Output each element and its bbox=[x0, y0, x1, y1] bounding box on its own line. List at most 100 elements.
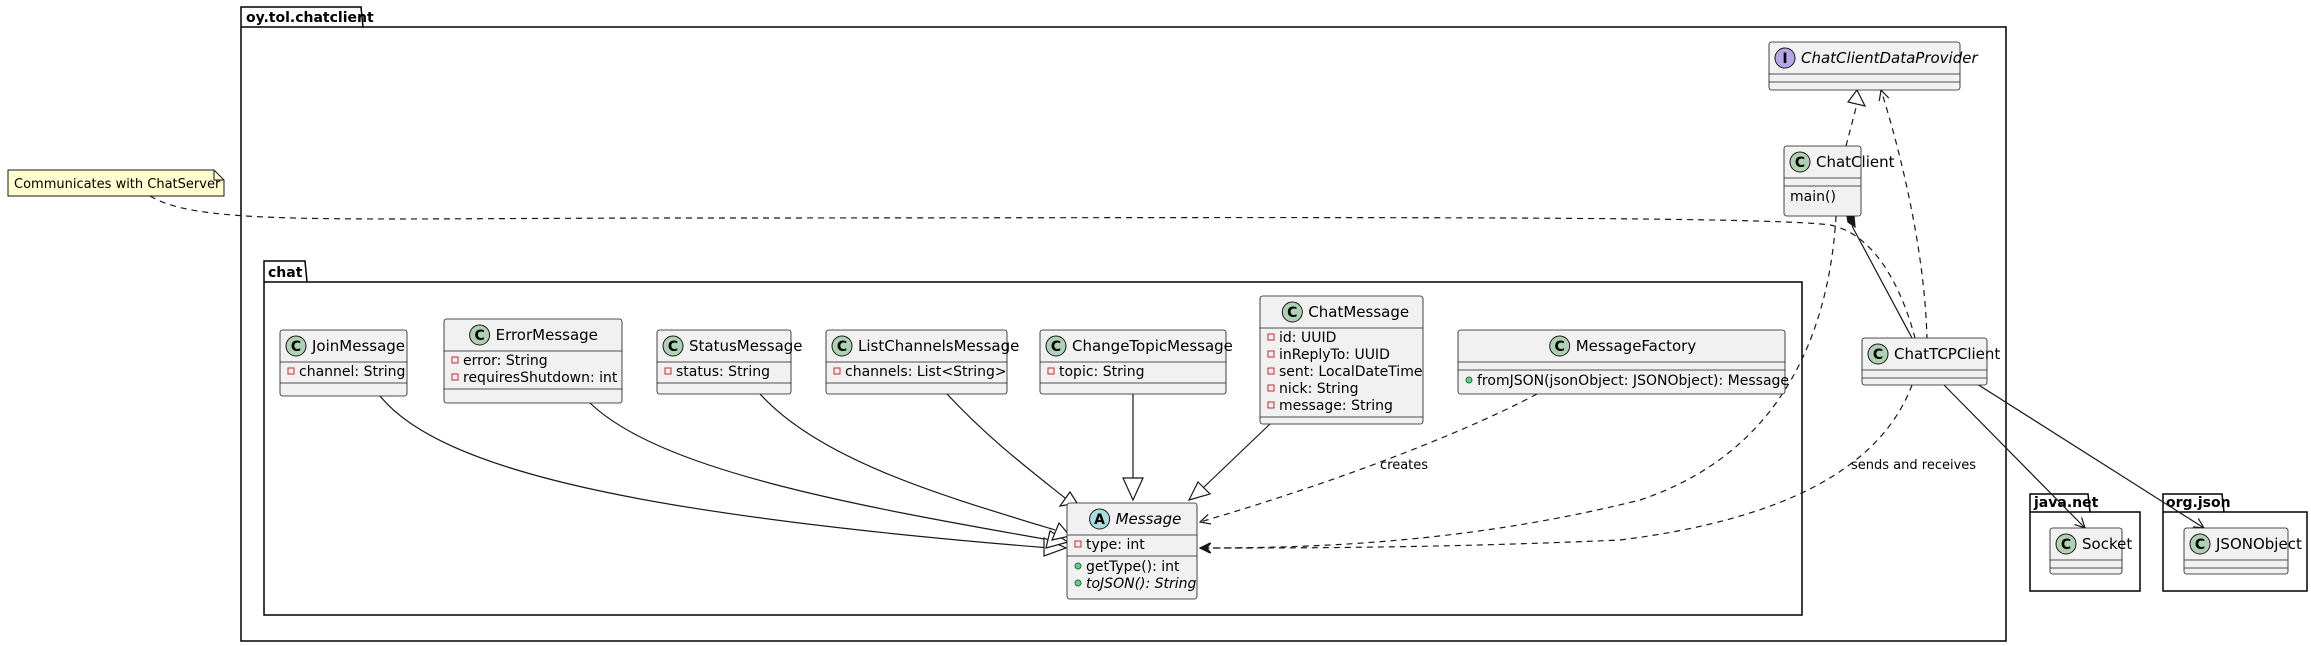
package-label: chat bbox=[268, 265, 303, 281]
stereotype-a-icon bbox=[1089, 508, 1111, 530]
class-method: getType(): int bbox=[1086, 559, 1180, 575]
dependency-tcp-message bbox=[1200, 384, 1913, 548]
dependency-factory-message bbox=[1200, 393, 1538, 522]
inherit-join bbox=[379, 395, 1051, 549]
private-visibility-icon bbox=[664, 367, 672, 375]
realization-head bbox=[1846, 88, 1867, 107]
class-field: status: String bbox=[676, 364, 770, 380]
stereotype-glyph: A bbox=[1094, 512, 1105, 528]
stereotype-glyph: C bbox=[2195, 537, 2205, 553]
note-text: Communicates with ChatServer bbox=[14, 177, 221, 192]
private-visibility-icon bbox=[1047, 367, 1055, 375]
class-name: JSONObject bbox=[2215, 535, 2302, 553]
inherit-status bbox=[759, 393, 1056, 531]
class-name: ChatMessage bbox=[1308, 303, 1409, 321]
stereotype-glyph: I bbox=[1782, 51, 1787, 67]
class-chat-client-data-provider: I ChatClientDataProvider bbox=[1768, 41, 1978, 91]
class-method: fromJSON(jsonObject: JSONObject): Messag… bbox=[1477, 373, 1789, 389]
class-change-topic-message: C ChangeTopicMessage topic: String bbox=[1039, 329, 1233, 395]
stereotype-glyph: C bbox=[837, 339, 847, 355]
class-field: sent: LocalDateTime bbox=[1279, 364, 1422, 380]
class-name: ChatTCPClient bbox=[1894, 345, 2000, 363]
stereotype-c-icon bbox=[1549, 335, 1571, 357]
class-name: ChatClient bbox=[1816, 153, 1895, 171]
private-visibility-icon bbox=[451, 356, 459, 364]
class-name: MessageFactory bbox=[1576, 337, 1697, 355]
private-visibility-icon bbox=[1267, 333, 1275, 341]
stereotype-glyph: C bbox=[291, 339, 301, 355]
private-visibility-icon bbox=[451, 373, 459, 381]
class-name: Message bbox=[1116, 510, 1182, 528]
composition-line bbox=[1851, 225, 1913, 339]
stereotype-i-icon bbox=[1774, 47, 1796, 69]
stereotype-glyph: C bbox=[1795, 155, 1805, 171]
stereotype-glyph: C bbox=[1873, 347, 1883, 363]
class-field: nick: String bbox=[1279, 381, 1359, 397]
class-box bbox=[2183, 527, 2289, 575]
inherit-listchannels bbox=[946, 393, 1066, 499]
class-socket: C Socket bbox=[2049, 527, 2132, 575]
stereotype-glyph: C bbox=[474, 328, 484, 344]
stereotype-c-icon bbox=[831, 335, 853, 357]
package-oy-tol-chatclient: oy.tol.chatclient bbox=[240, 6, 2007, 642]
class-name: ErrorMessage bbox=[496, 326, 598, 344]
realization-chatclient bbox=[1845, 103, 1858, 147]
private-visibility-icon bbox=[1267, 401, 1275, 409]
class-method: toJSON(): String bbox=[1086, 576, 1197, 592]
class-message: A Message type: int getType(): inttoJSON():… bbox=[1066, 502, 1198, 600]
class-field: channels: List<String> bbox=[845, 364, 1007, 380]
stereotype-c-icon bbox=[1867, 343, 1889, 365]
package-label: java.net bbox=[2033, 495, 2099, 511]
class-field: error: String bbox=[463, 353, 548, 369]
class-name: JoinMessage bbox=[311, 337, 405, 355]
inheritance-heads bbox=[1043, 477, 1212, 557]
stereotype-glyph: C bbox=[2061, 537, 2071, 553]
class-field: topic: String bbox=[1059, 364, 1144, 380]
private-visibility-icon bbox=[287, 367, 295, 375]
private-visibility-icon bbox=[833, 367, 841, 375]
package-label: org.json bbox=[2166, 495, 2231, 511]
stereotype-c-icon bbox=[662, 335, 684, 357]
class-name: Socket bbox=[2082, 535, 2132, 553]
class-name: ListChannelsMessage bbox=[858, 337, 1019, 355]
stereotype-glyph: C bbox=[1051, 339, 1061, 355]
note-communicates: Communicates with ChatServer bbox=[7, 169, 225, 197]
private-visibility-icon bbox=[1267, 384, 1275, 392]
private-visibility-icon bbox=[1267, 367, 1275, 375]
relations bbox=[149, 88, 2204, 549]
public-visibility-icon bbox=[1465, 376, 1473, 384]
class-chat-tcpclient: C ChatTCPClient bbox=[1861, 337, 2000, 386]
class-box bbox=[1768, 41, 1961, 91]
label-sends-receives: sends and receives bbox=[1851, 458, 1976, 473]
package-chat: chat bbox=[263, 260, 1803, 616]
class-field: inReplyTo: UUID bbox=[1279, 347, 1390, 363]
class-field: type: int bbox=[1086, 537, 1145, 553]
public-visibility-icon bbox=[1074, 579, 1082, 587]
public-visibility-icon bbox=[1074, 562, 1082, 570]
stereotype-c-icon bbox=[1281, 301, 1303, 323]
class-field: message: String bbox=[1279, 398, 1393, 414]
private-visibility-icon bbox=[1074, 540, 1082, 548]
class-name: StatusMessage bbox=[689, 337, 803, 355]
stereotype-glyph: C bbox=[668, 339, 678, 355]
class-list-channels-message: C ListChannelsMessage channels: List<Strin… bbox=[825, 329, 1019, 395]
class-name: ChatClientDataProvider bbox=[1801, 49, 1978, 67]
stereotype-c-icon bbox=[469, 324, 491, 346]
inherit-error bbox=[589, 402, 1051, 541]
assoc-socket bbox=[1943, 384, 2085, 528]
stereotype-glyph: C bbox=[1287, 305, 1297, 321]
stereotype-c-icon bbox=[2055, 533, 2077, 555]
class-name: ChangeTopicMessage bbox=[1072, 337, 1233, 355]
class-box bbox=[279, 329, 408, 397]
inherit-chatmessage bbox=[1202, 423, 1271, 489]
class-field: id: UUID bbox=[1279, 330, 1336, 346]
package-java-net: java.net bbox=[2029, 493, 2141, 592]
assoc-jsonobject bbox=[1965, 376, 2204, 528]
stereotype-c-icon bbox=[285, 335, 307, 357]
